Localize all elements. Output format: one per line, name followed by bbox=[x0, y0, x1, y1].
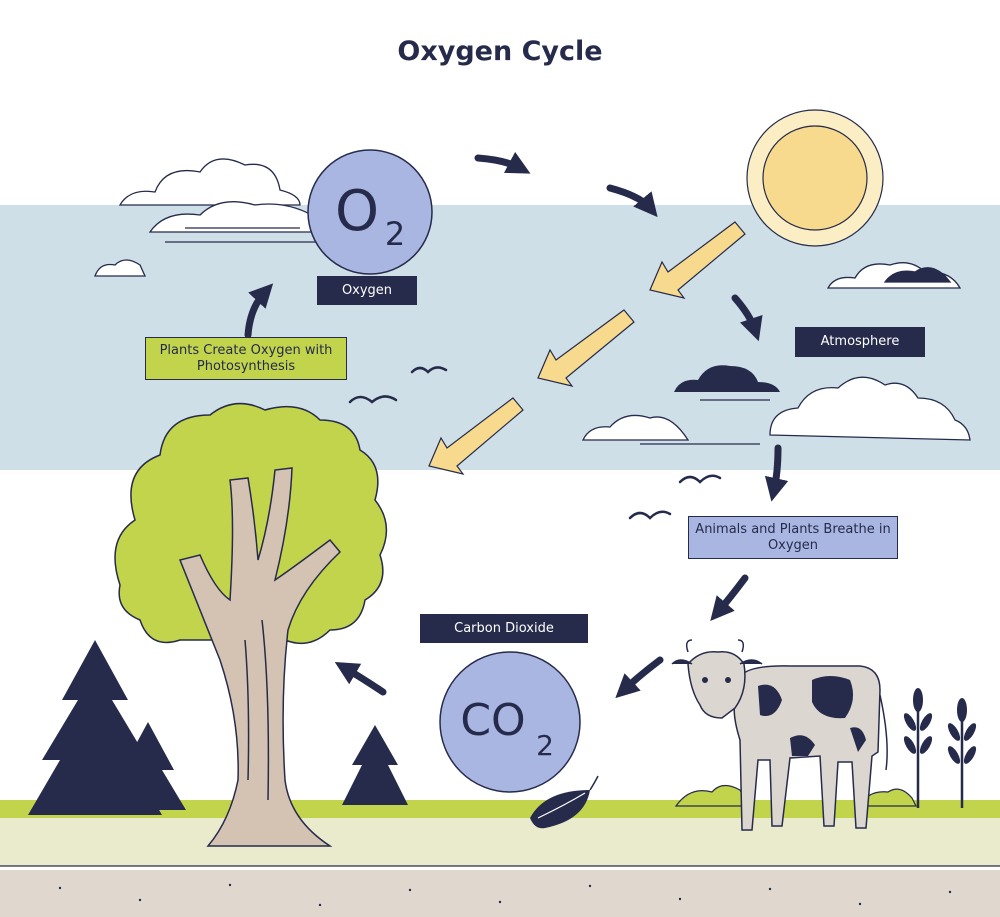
leaf-icon bbox=[530, 775, 599, 829]
co2-text: CO bbox=[460, 695, 525, 746]
o2-subscript: 2 bbox=[385, 215, 405, 253]
ground bbox=[0, 800, 1000, 917]
flow-arrows bbox=[244, 151, 789, 699]
label-carbon-dioxide: Carbon Dioxide bbox=[420, 614, 588, 643]
label-oxygen: Oxygen bbox=[317, 276, 417, 305]
cloud-dark bbox=[674, 365, 780, 392]
pine-trees bbox=[28, 640, 408, 815]
birds bbox=[348, 366, 722, 520]
wheat-plants bbox=[903, 688, 977, 808]
co2-subscript: 2 bbox=[536, 729, 554, 762]
label-animals-plants-breathe: Animals and Plants Breathe in Oxygen bbox=[688, 516, 898, 559]
page-title: Oxygen Cycle bbox=[397, 36, 603, 67]
label-atmosphere: Atmosphere bbox=[795, 327, 925, 357]
label-plants-create-oxygen: Plants Create Oxygen with Photosynthesis bbox=[145, 337, 347, 380]
cloud-right-lower bbox=[581, 376, 971, 445]
oak-tree bbox=[114, 402, 388, 847]
sunlight-rays bbox=[428, 221, 746, 475]
co2-molecule: CO 2 bbox=[439, 651, 581, 793]
cow-icon bbox=[671, 639, 888, 831]
cloud-top-left bbox=[94, 158, 321, 277]
cloud-right-upper bbox=[826, 262, 962, 289]
sun-icon bbox=[746, 109, 884, 247]
o2-text: O bbox=[335, 179, 379, 244]
o2-molecule: O 2 bbox=[307, 149, 433, 275]
